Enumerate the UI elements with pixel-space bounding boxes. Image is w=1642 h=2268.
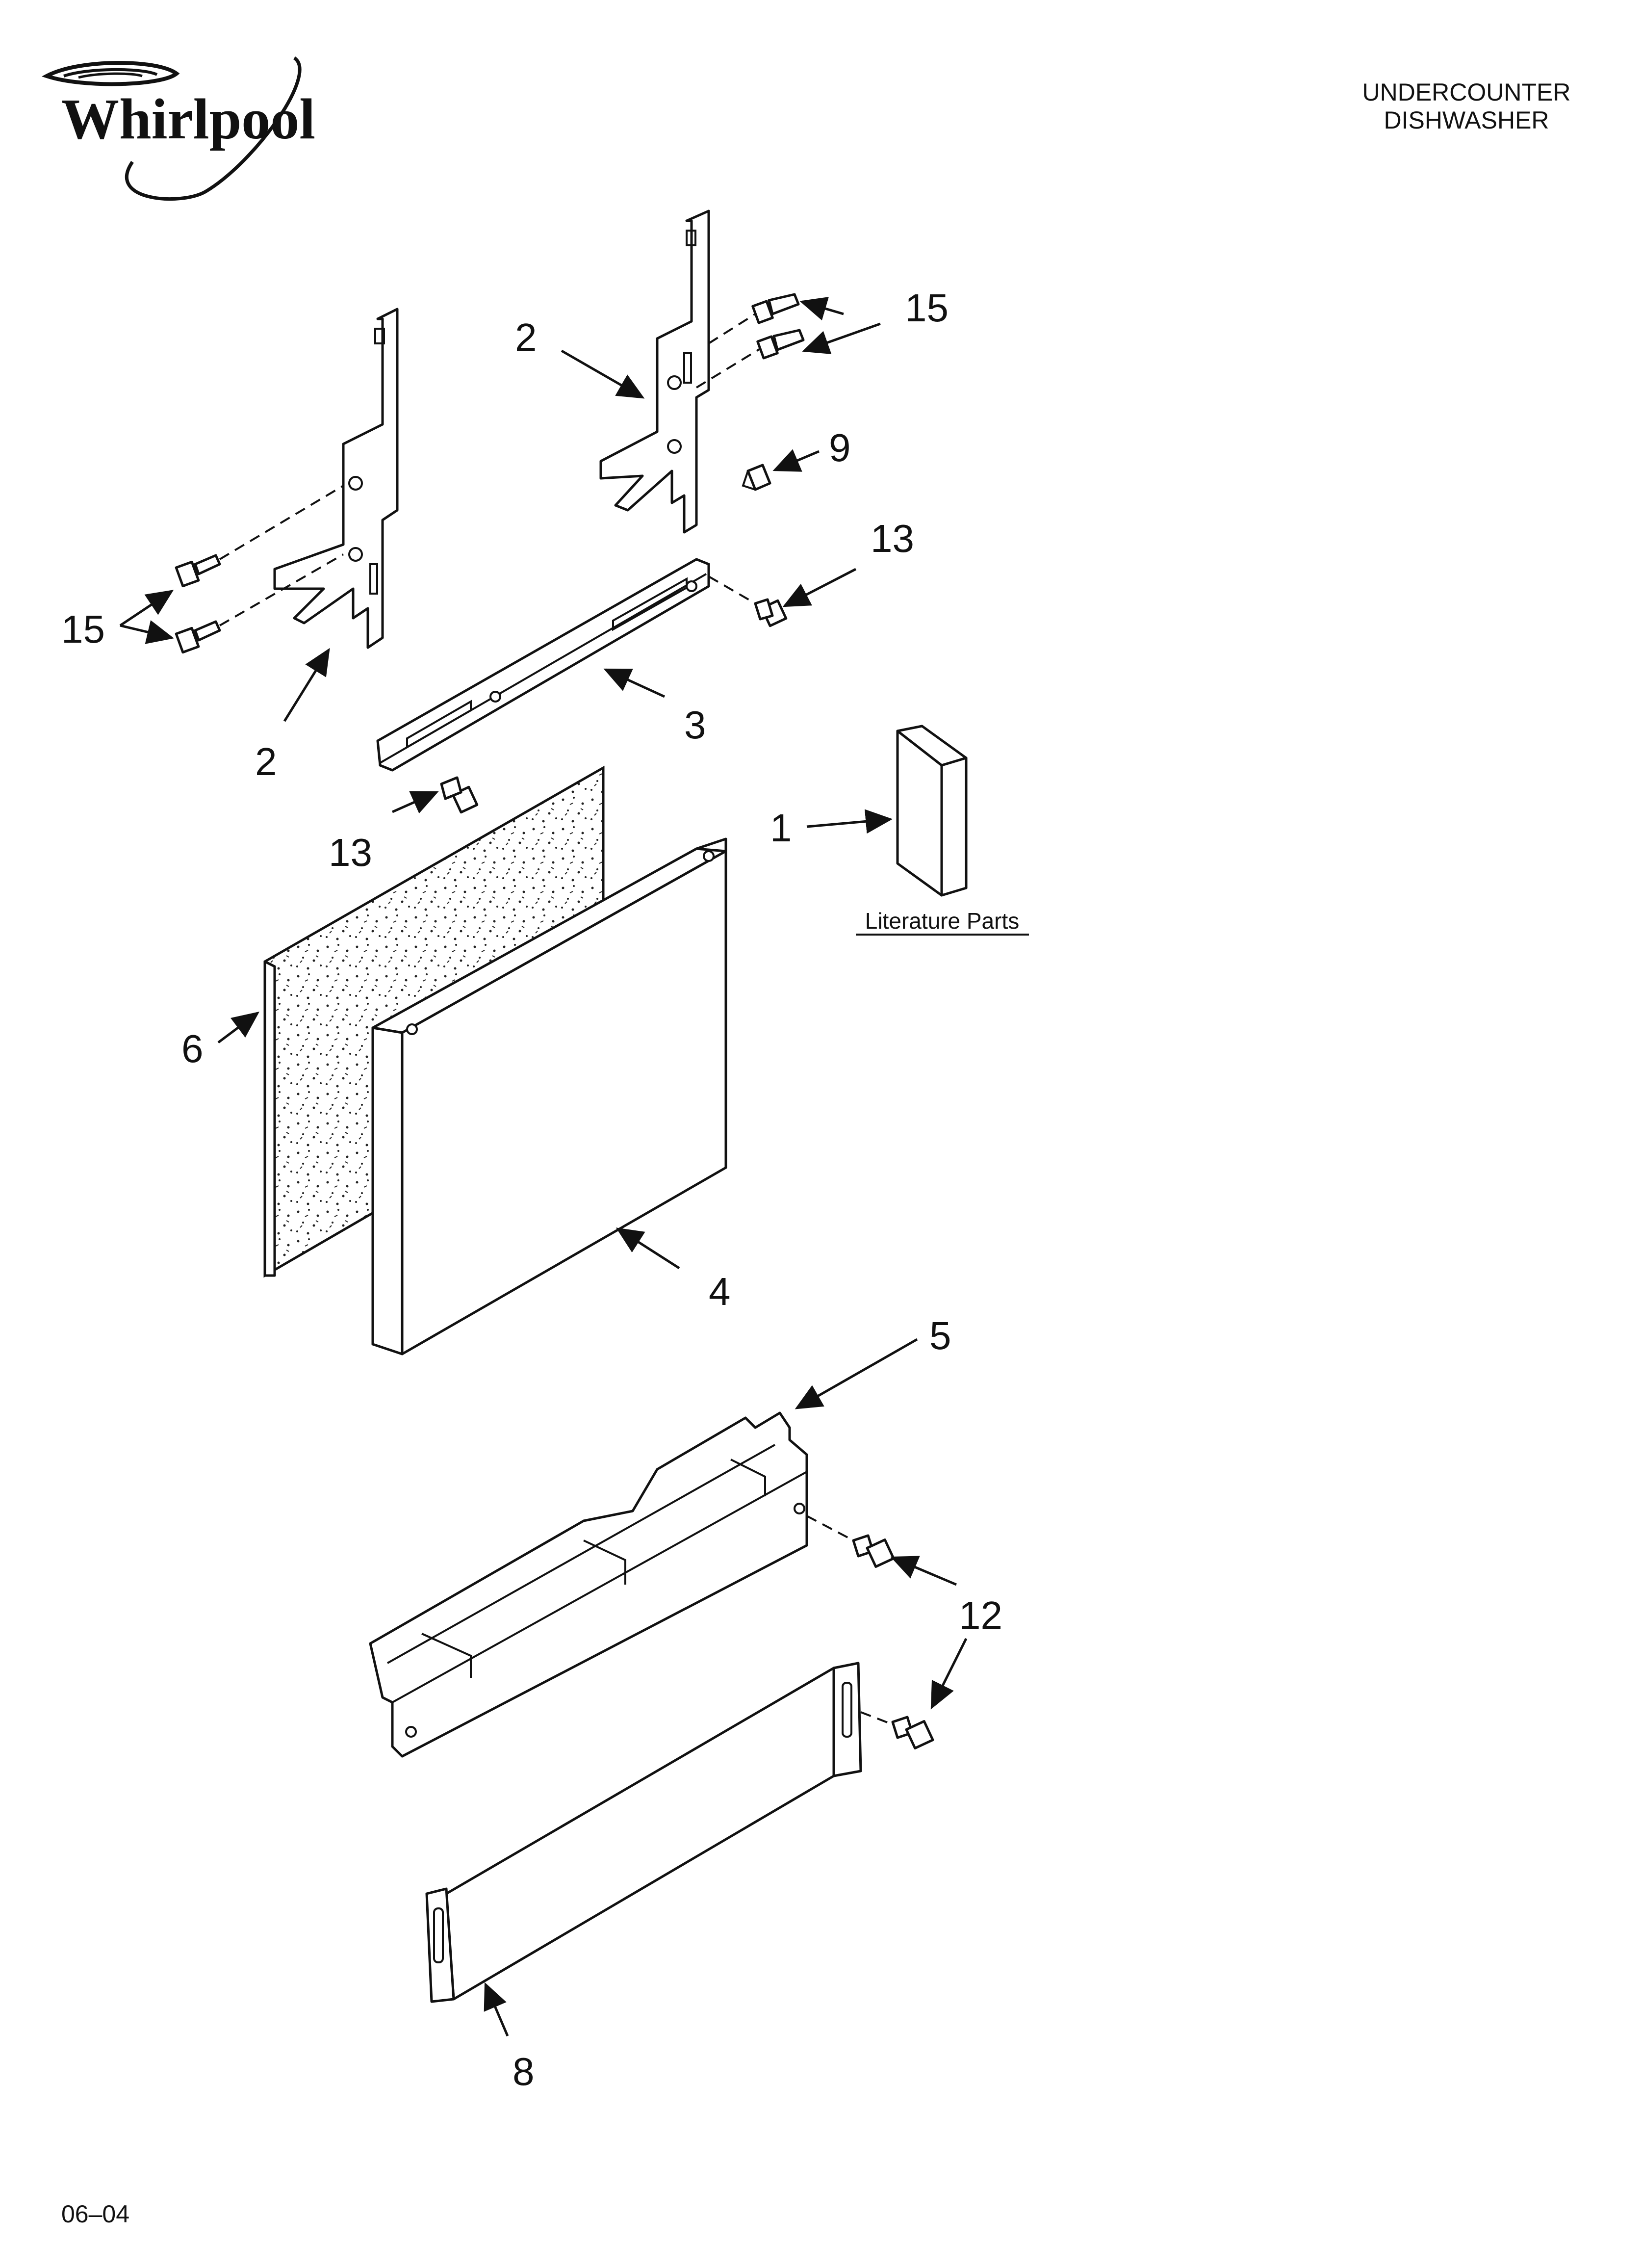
part-13-screw-left [440, 776, 479, 814]
literature-parts-label: Literature Parts [865, 908, 1019, 934]
whirlpool-logo-text: Whirlpool [61, 87, 315, 151]
callout-2-right: 2 [515, 315, 537, 359]
leader-lines [119, 297, 968, 2036]
callout-15-left: 15 [61, 607, 105, 651]
part-4-door-panel [371, 837, 727, 1356]
callout-13-right: 13 [871, 517, 914, 560]
part-12-screw-upper [852, 1534, 895, 1568]
part-13-screw-right [754, 598, 788, 627]
part-2-left-hinge [273, 308, 399, 649]
part-3-rail [376, 558, 756, 772]
callout-12: 12 [959, 1593, 1002, 1637]
header-line-1: UNDERCOUNTER [1362, 78, 1571, 106]
callout-2-left: 2 [255, 740, 277, 783]
callout-3: 3 [684, 703, 706, 747]
callout-15-right: 15 [905, 286, 949, 330]
part-15-screws-left [175, 485, 344, 654]
part-5-kickplate-bracket [369, 1411, 854, 1758]
part-9-clip [742, 464, 771, 491]
callout-4: 4 [709, 1270, 731, 1313]
callout-13-left: 13 [329, 831, 372, 874]
part-2-right-hinge [599, 209, 710, 534]
part-12-screw-lower [860, 1711, 934, 1749]
callout-9: 9 [829, 426, 851, 469]
callout-1: 1 [770, 806, 792, 850]
whirlpool-logo: Whirlpool [41, 56, 315, 201]
callout-8: 8 [513, 2050, 535, 2093]
header-line-2: DISHWASHER [1384, 106, 1549, 134]
part-15-screws-right [695, 293, 805, 389]
callout-6: 6 [181, 1027, 204, 1070]
part-8-lower-panel [425, 1662, 862, 2003]
revision-date: 06–04 [61, 2200, 129, 2228]
part-1-literature: Literature Parts [856, 725, 1029, 936]
callout-5: 5 [929, 1314, 951, 1357]
